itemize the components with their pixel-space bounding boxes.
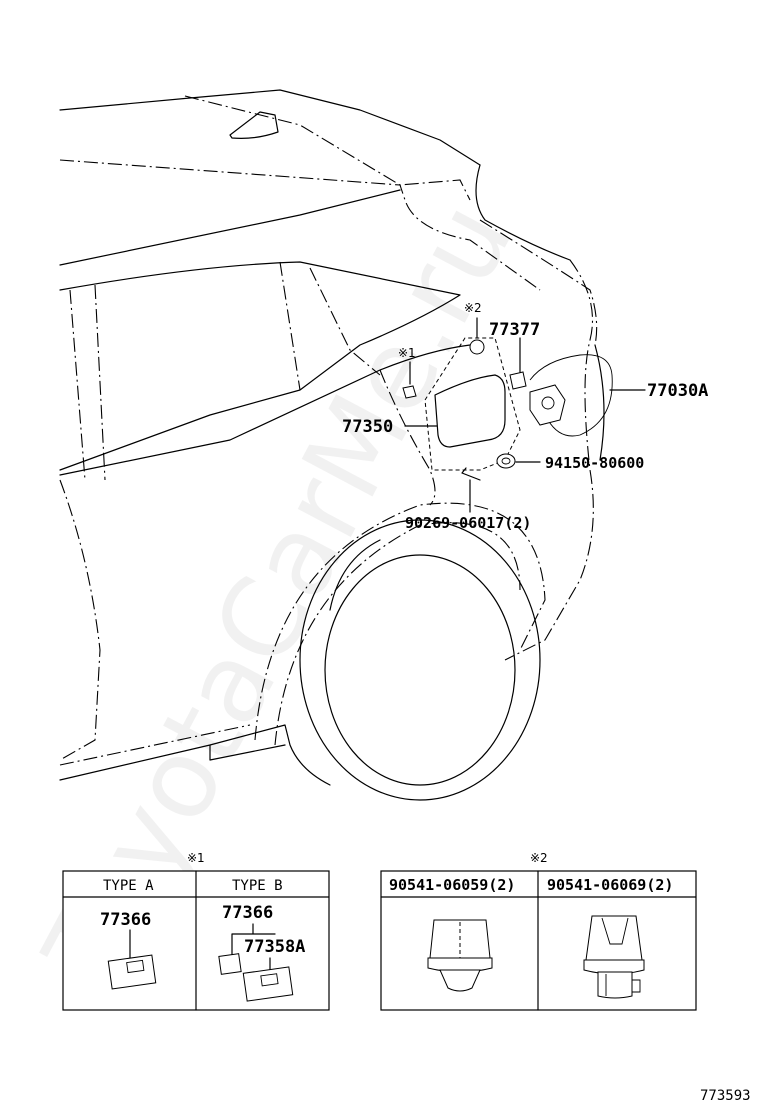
table-note-2: ※2 90541-06059(2) 90541-06069(2): [380, 851, 697, 1011]
table1-type-b-header: TYPE B: [232, 878, 283, 894]
fuel-door-panel: [434, 374, 506, 448]
label-77030a: 77030A: [647, 381, 708, 401]
leader-lines: [404, 317, 646, 513]
label-77350: 77350: [342, 417, 393, 437]
label-90269-06017: 90269-06017(2): [405, 514, 531, 532]
table1-type-b-part: 77366: [222, 903, 273, 923]
opener-actuator-icon: [529, 384, 566, 426]
table1-mark: ※1: [187, 851, 205, 865]
table-note-1: ※1 TYPE A TYPE B 77366 77366 77358A: [62, 851, 330, 1011]
table2-col1-header: 90541-06059(2): [389, 876, 515, 894]
wheel-arch: [254, 502, 546, 741]
opener-cable: [529, 354, 613, 437]
table2-mark: ※2: [530, 851, 548, 865]
table1-type-a-header: TYPE A: [103, 878, 154, 894]
car-body-outline: [59, 89, 605, 801]
diagram-id: 773593: [700, 1088, 751, 1104]
screw-icon: [461, 467, 481, 481]
small-label-icon: [218, 953, 242, 975]
fuel-door-assembly: [402, 337, 613, 481]
clip-icon: [402, 385, 417, 399]
table2-col2-header: 90541-06069(2): [547, 876, 673, 894]
table1-type-a-part: 77366: [100, 910, 151, 930]
grommet-icon: [496, 453, 516, 469]
label-94150-80600: 94150-80600: [545, 454, 644, 472]
note-mark-2: ※2: [464, 301, 482, 315]
label-77377: 77377: [489, 320, 540, 340]
lock-bolt-icon: [509, 371, 527, 390]
quarter-window: [59, 261, 461, 471]
table1-type-b-part-2: 77358A: [244, 937, 305, 957]
label-sticker-b-icon: [242, 966, 294, 1002]
antenna-shape: [229, 111, 279, 139]
fastener-06069-icon: [583, 915, 645, 999]
rear-tire: [299, 519, 541, 801]
fastener-icon: [469, 339, 485, 355]
fastener-06059-icon: [427, 919, 493, 992]
note-mark-1: ※1: [398, 346, 416, 360]
